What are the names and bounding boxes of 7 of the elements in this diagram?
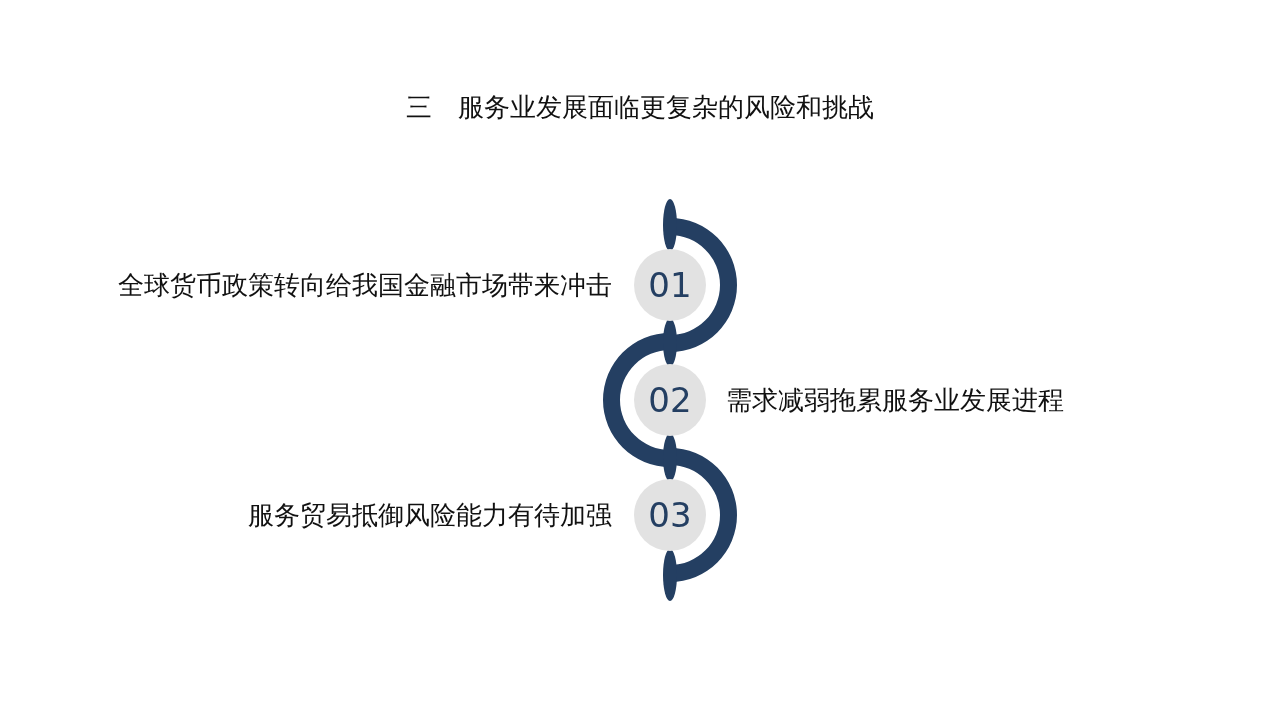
number-circle: 03 bbox=[634, 479, 706, 551]
title: 三 服务业发展面临更复杂的风险和挑战 bbox=[405, 91, 875, 124]
item-text: 服务贸易抵御风险能力有待加强 bbox=[248, 499, 612, 532]
item-text: 需求减弱拖累服务业发展进程 bbox=[726, 384, 1064, 417]
number-circle: 01 bbox=[634, 249, 706, 321]
item-text: 全球货币政策转向给我国金融市场带来冲击 bbox=[118, 269, 612, 302]
number-circle: 02 bbox=[634, 364, 706, 436]
